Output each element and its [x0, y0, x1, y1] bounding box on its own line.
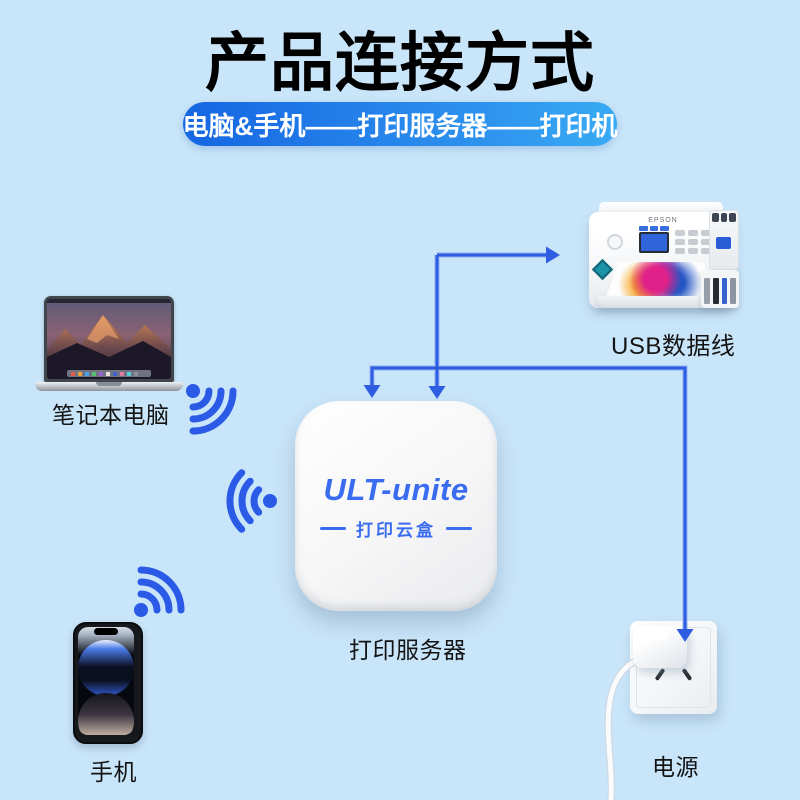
connection-banner-text: 电脑&手机——打印服务器——打印机 — [182, 110, 618, 141]
printer-power-button — [607, 234, 623, 250]
phone-wallpaper-bottom-circle — [78, 693, 134, 735]
printer-ink-windows — [701, 270, 739, 308]
laptop-base-notch — [96, 382, 122, 386]
macos-wallpaper-graphic — [47, 299, 171, 379]
printed-photo — [605, 262, 717, 300]
wifi-signal-icon-server — [230, 473, 277, 530]
phone-label: 手机 — [90, 759, 137, 785]
laptop-image — [35, 296, 183, 392]
printer-image: EPSON — [583, 202, 749, 326]
server-product-row: 打印云盒 — [320, 516, 472, 541]
arrowhead-down-server-icon — [428, 386, 446, 399]
power-label: 电源 — [652, 754, 699, 780]
arrowhead-down-server2-icon — [363, 385, 381, 398]
arrowhead-right-printer-icon — [546, 246, 560, 264]
printer-ink-tower — [709, 210, 739, 270]
dash-line-right — [446, 526, 472, 530]
print-server-label: 打印服务器 — [349, 637, 467, 663]
laptop-base — [35, 382, 183, 391]
dash-line-left — [320, 526, 346, 530]
printer-brand-text: EPSON — [648, 217, 678, 224]
laptop-label: 笔记本电脑 — [52, 402, 170, 428]
print-server-image: ULT-unite 打印云盒 — [295, 401, 497, 611]
phone-dynamic-island — [94, 628, 118, 635]
printer-tank-caps — [712, 213, 737, 222]
phone-wallpaper-top-circle — [78, 640, 134, 696]
printer-lcd-screen — [639, 232, 669, 253]
printer-output-tray — [597, 296, 731, 308]
connection-banner: 电脑&手机——打印服务器——打印机 — [183, 102, 617, 146]
phone-image — [73, 622, 143, 744]
printer-keypad — [675, 230, 711, 254]
server-logo-text: ULT-unite — [323, 471, 469, 507]
laptop-wallpaper — [47, 299, 171, 379]
printer-lcd-buttons — [639, 226, 670, 231]
usb-cable-label: USB数据线 — [611, 333, 736, 360]
server-product-text: 打印云盒 — [356, 520, 436, 540]
printer-tank-label — [716, 237, 731, 249]
page-title: 产品连接方式 — [205, 27, 595, 99]
phone-screen — [78, 627, 134, 735]
power-adapter-image — [633, 626, 687, 668]
